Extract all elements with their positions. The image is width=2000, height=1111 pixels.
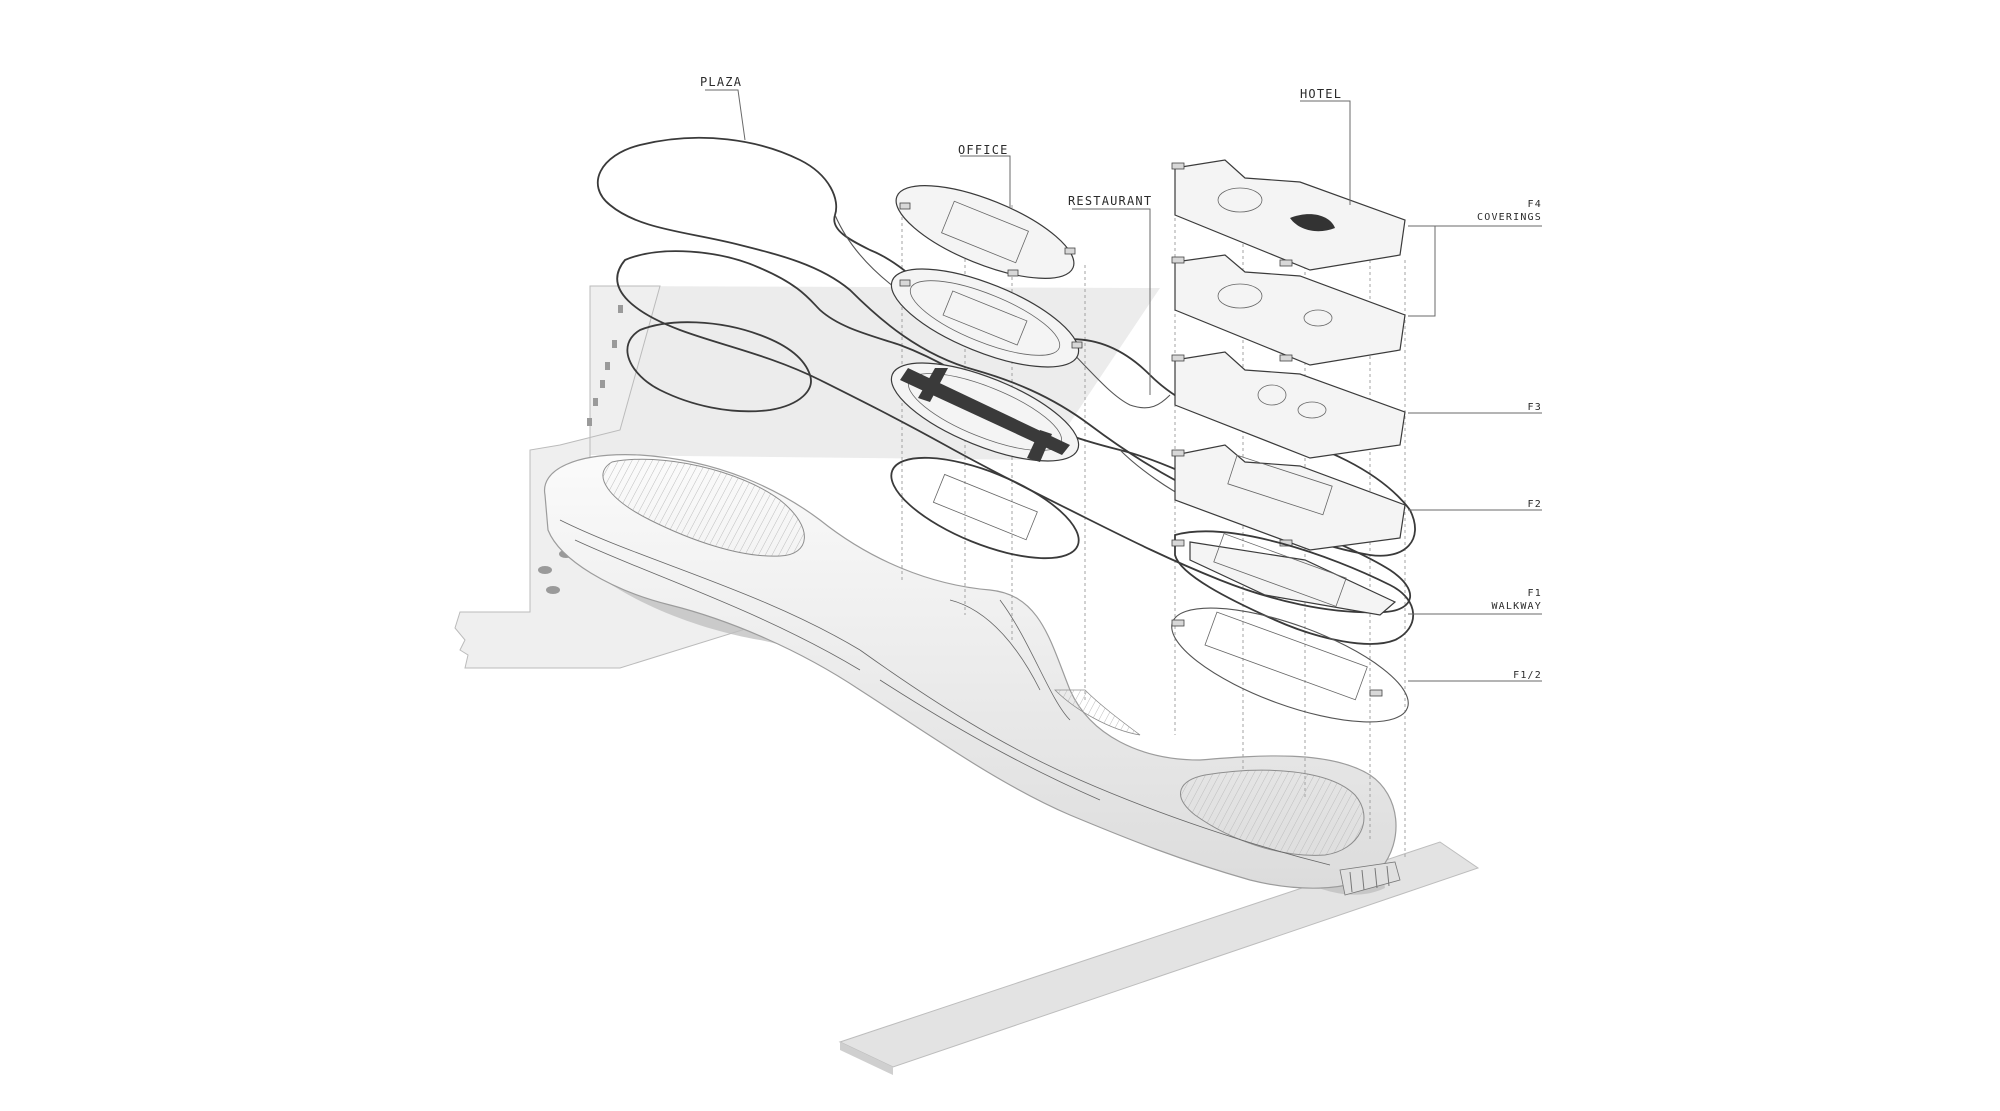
plaza-outline-top [596, 136, 1416, 557]
restaurant-plate-f1 [1171, 530, 1415, 645]
office-plate-3 [890, 362, 1080, 462]
leader-lines [705, 89, 1542, 682]
roof-left [602, 458, 805, 557]
label-f3: F3 [1528, 402, 1542, 413]
building-panel-lines [559, 519, 1331, 866]
office-plate-1 [895, 185, 1076, 279]
roof-middle [1054, 689, 1141, 736]
labels: PLAZA OFFICE RESTAURANT HOTEL F4 COVERIN… [700, 75, 1542, 681]
building-end-facade [1339, 861, 1401, 896]
hotel-plate-f3 [1171, 351, 1406, 459]
office-dark-slab-cross-2 [1027, 430, 1052, 462]
hotel-plate-f2 [1171, 444, 1406, 551]
plaza-outline-low [626, 321, 812, 413]
office-plate-4 [890, 456, 1080, 560]
hotel-plate-f4-2 [1171, 254, 1406, 366]
building-body [543, 454, 1397, 889]
label-f4-sub: COVERINGS [1477, 212, 1542, 223]
plaza-outline-mid [616, 250, 1411, 614]
label-office: OFFICE [958, 143, 1009, 157]
leader-office [960, 155, 1011, 208]
roof-right [1180, 769, 1365, 856]
label-f4: F4 [1528, 199, 1542, 210]
leader-f4 [1408, 225, 1542, 317]
leader-plaza [705, 89, 746, 141]
leader-hotel [1300, 100, 1351, 205]
label-f2: F2 [1528, 499, 1542, 510]
office-dark-slab [900, 368, 1070, 455]
label-f1: F1 [1528, 588, 1542, 599]
label-f1-sub: WALKWAY [1491, 601, 1542, 612]
label-plaza: PLAZA [700, 75, 742, 89]
label-hotel: HOTEL [1300, 87, 1342, 101]
hotel-plate-f4 [1171, 159, 1406, 271]
plaza-connector-2 [1059, 339, 1171, 409]
office-plates [890, 185, 1083, 560]
label-f1-2: F1/2 [1513, 670, 1542, 681]
hotel-plates [1171, 159, 1415, 723]
hotel-plate-f1-2 [1171, 607, 1409, 723]
building-volume [543, 454, 1401, 896]
leader-restaurant [1072, 208, 1151, 395]
office-dark-slab-cross-1 [918, 368, 948, 402]
office-plate-2 [890, 268, 1083, 368]
label-restaurant: RESTAURANT [1068, 194, 1152, 208]
